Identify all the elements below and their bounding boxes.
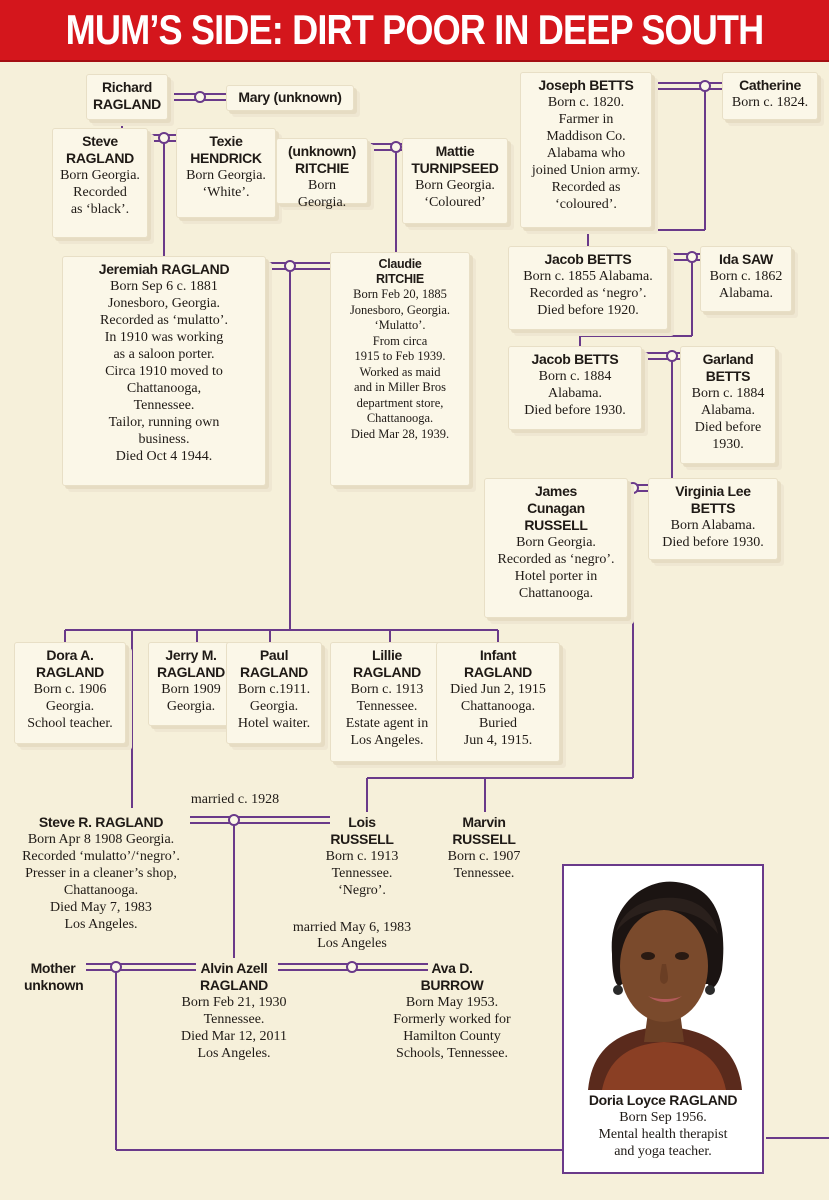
person-details: Born Sep 1956. Mental health therapist a… — [598, 1110, 728, 1159]
person-joseph-betts: Joseph BETTS Born c. 1820. Farmer in Mad… — [520, 72, 652, 228]
person-ida-saw: Ida SAW Born c. 1862 Alabama. — [700, 246, 792, 312]
person-lillie-ragland: Lillie RAGLAND Born c. 1913 Tennessee. E… — [330, 642, 444, 762]
person-james-cunagan-russell: James Cunagan RUSSELL Born Georgia. Reco… — [484, 478, 628, 618]
person-dora-ragland: Dora A. RAGLAND Born c. 1906 Georgia. Sc… — [14, 642, 126, 744]
person-ava-burrow: Ava D. BURROW Born May 1953. Formerly wo… — [374, 956, 530, 1076]
person-name: Steve RAGLAND — [66, 133, 134, 166]
person-mattie-turnipseed: Mattie TURNIPSEED Born Georgia. ‘Coloure… — [402, 138, 508, 224]
person-details: Born c. 1862 Alabama. — [709, 269, 783, 301]
person-lois-russell: Lois RUSSELL Born c. 1913 Tennessee. ‘Ne… — [310, 810, 414, 910]
marriage-node — [686, 251, 698, 263]
person-name: Catherine — [739, 77, 801, 93]
person-name: Claudie RITCHIE — [376, 257, 424, 286]
marriage-node — [228, 814, 240, 826]
person-details: Born c. 1907 Tennessee. — [447, 849, 521, 881]
person-name: Alvin Azell RAGLAND — [200, 960, 268, 993]
person-richard-ragland: Richard RAGLAND — [86, 74, 168, 120]
person-name: Doria Loyce RAGLAND — [588, 1092, 738, 1108]
person-name: Steve R. RAGLAND — [38, 814, 164, 830]
person-details: Born 1909 Georgia. — [161, 682, 221, 714]
person-name: Garland BETTS — [702, 351, 754, 384]
person-name: Paul RAGLAND — [240, 647, 308, 680]
person-details: Born Georgia. ‘Coloured’ — [415, 178, 495, 210]
person-marvin-russell: Marvin RUSSELL Born c. 1907 Tennessee. — [432, 810, 536, 890]
person-details: Born Georgia. Recorded as ‘black’. — [60, 168, 140, 217]
person-infant-ragland: Infant RAGLAND Died Jun 2, 1915 Chattano… — [436, 642, 560, 762]
person-name: Marvin RUSSELL — [452, 814, 516, 847]
person-details: Born Feb 21, 1930 Tennessee. Died Mar 12… — [180, 995, 288, 1061]
marriage-node — [666, 350, 678, 362]
person-doria-loyce-ragland: Doria Loyce RAGLAND Born Sep 1956. Menta… — [562, 864, 764, 1174]
person-garland-betts: Garland BETTS Born c. 1884 Alabama. Died… — [680, 346, 776, 464]
person-name: Richard RAGLAND — [93, 79, 161, 112]
person-name: James Cunagan RUSSELL — [524, 483, 588, 533]
marriage-node — [627, 482, 639, 494]
person-details: Born Georgia. — [297, 178, 347, 210]
person-name: Jerry M. RAGLAND — [157, 647, 225, 680]
person-jerry-ragland: Jerry M. RAGLAND Born 1909 Georgia. — [148, 642, 234, 726]
person-name: Mattie TURNIPSEED — [411, 143, 499, 176]
marriage-label-steve-lois: married c. 1928 — [190, 792, 280, 807]
person-name: Lillie RAGLAND — [353, 647, 421, 680]
person-name: (unknown) RITCHIE — [287, 143, 357, 176]
person-name: Mother unknown — [24, 960, 84, 993]
person-name: Jacob BETTS — [544, 251, 632, 267]
person-mother-unknown: Mother unknown — [18, 956, 88, 1000]
person-name: Jacob BETTS — [531, 351, 619, 367]
person-details: Born Georgia. Recorded as ‘negro’. Hotel… — [497, 535, 615, 601]
person-virginia-lee-betts: Virginia Lee BETTS Born Alabama. Died be… — [648, 478, 778, 560]
marriage-label-alvin-ava: married May 6, 1983 Los Angeles — [292, 920, 412, 951]
marriage-node — [390, 141, 402, 153]
person-jacob-betts-1855: Jacob BETTS Born c. 1855 Alabama. Record… — [508, 246, 668, 330]
person-details: Born c. 1820. Farmer in Maddison Co. Ala… — [531, 95, 641, 212]
person-details: Born c. 1824. — [731, 95, 809, 110]
title-banner: MUM’S SIDE: DIRT POOR IN DEEP SOUTH — [0, 0, 829, 62]
marriage-node — [346, 961, 358, 973]
person-name: Texie HENDRICK — [190, 133, 262, 166]
person-unknown-ritchie: (unknown) RITCHIE Born Georgia. — [276, 138, 368, 210]
person-paul-ragland: Paul RAGLAND Born c.1911. Georgia. Hotel… — [226, 642, 322, 744]
person-name: Dora A. RAGLAND — [36, 647, 104, 680]
person-name: Joseph BETTS — [538, 77, 634, 93]
person-details: Born Georgia. ‘White’. — [186, 168, 266, 200]
person-details: Born May 1953. Formerly worked for Hamil… — [393, 995, 511, 1061]
person-details: Died Jun 2, 1915 Chattanooga. Buried Jun… — [450, 682, 546, 748]
portrait-photo — [578, 872, 750, 1090]
marriage-node — [284, 260, 296, 272]
marriage-node — [110, 961, 122, 973]
person-details: Born c. 1884 Alabama. Died before 1930. — [691, 386, 765, 452]
person-mary-unknown: Mary (unknown) — [226, 85, 354, 111]
person-texie-hendrick: Texie HENDRICK Born Georgia. ‘White’. — [176, 128, 276, 218]
person-details: Born c. 1906 Georgia. School teacher. — [27, 682, 113, 731]
person-name: Mary (unknown) — [238, 89, 342, 105]
marriage-node — [158, 132, 170, 144]
person-name: Ida SAW — [719, 251, 773, 267]
person-details: Born c. 1884 Alabama. Died before 1930. — [524, 369, 626, 418]
person-name: Ava D. BURROW — [420, 960, 484, 993]
person-name: Infant RAGLAND — [464, 647, 532, 680]
person-name: Virginia Lee BETTS — [675, 483, 751, 516]
person-steve-ragland: Steve RAGLAND Born Georgia. Recorded as … — [52, 128, 148, 238]
doria-caption: Doria Loyce RAGLAND Born Sep 1956. Menta… — [564, 1092, 762, 1160]
banner-title: MUM’S SIDE: DIRT POOR IN DEEP SOUTH — [65, 6, 765, 53]
person-details: Born c. 1913 Tennessee. ‘Negro’. — [325, 849, 399, 898]
person-details: Born c. 1855 Alabama. Recorded as ‘negro… — [523, 269, 653, 318]
person-details: Born c. 1913 Tennessee. Estate agent in … — [345, 682, 429, 748]
person-details: Born Apr 8 1908 Georgia. Recorded ‘mulat… — [22, 832, 180, 932]
person-name: Lois RUSSELL — [330, 814, 394, 847]
person-details: Born Feb 20, 1885 Jonesboro, Georgia. ‘M… — [349, 287, 451, 441]
person-claudie-ritchie: Claudie RITCHIE Born Feb 20, 1885 Jonesb… — [330, 252, 470, 486]
person-details: Born Sep 6 c. 1881 Jonesboro, Georgia. R… — [100, 279, 228, 464]
person-alvin-azell-ragland: Alvin Azell RAGLAND Born Feb 21, 1930 Te… — [164, 956, 304, 1076]
person-jacob-betts-1884: Jacob BETTS Born c. 1884 Alabama. Died b… — [508, 346, 642, 430]
person-jeremiah-ragland: Jeremiah RAGLAND Born Sep 6 c. 1881 Jone… — [62, 256, 266, 486]
person-steve-r-ragland: Steve R. RAGLAND Born Apr 8 1908 Georgia… — [8, 810, 194, 946]
marriage-node — [194, 91, 206, 103]
person-name: Jeremiah RAGLAND — [98, 261, 230, 277]
person-details: Born c.1911. Georgia. Hotel waiter. — [237, 682, 311, 731]
person-details: Born Alabama. Died before 1930. — [662, 518, 764, 550]
person-catherine: Catherine Born c. 1824. — [722, 72, 818, 120]
marriage-node — [699, 80, 711, 92]
